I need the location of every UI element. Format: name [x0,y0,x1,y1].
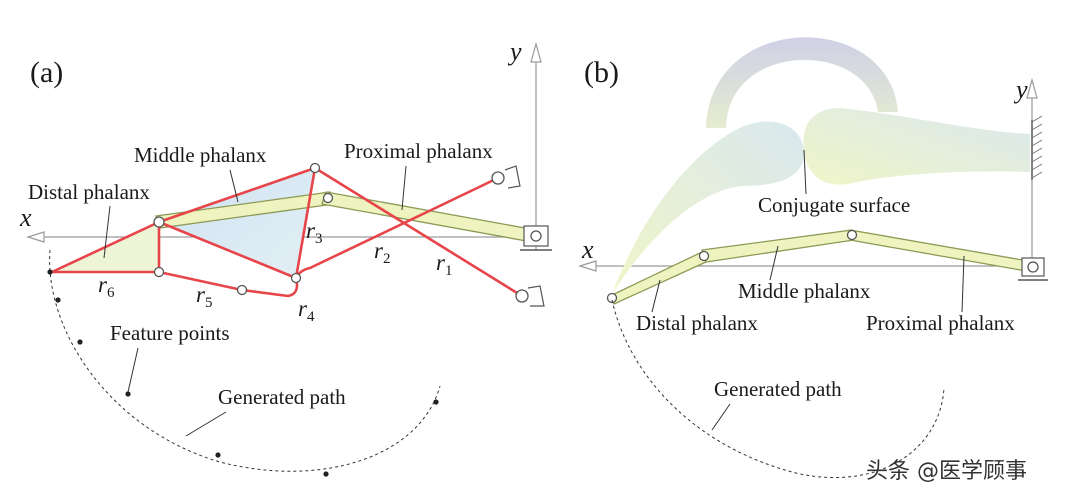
joint-dip [153,216,165,228]
feature-point [215,452,221,458]
generated-path-b [611,299,945,478]
proximal-bone [803,108,1030,185]
joint-r5 [236,284,248,296]
ground-mount-upper [504,165,521,189]
joint-top [309,162,321,174]
label-conjugate: Conjugate surface [758,193,910,217]
joint-dip-b [698,250,710,262]
label-r4: r4 [298,296,315,325]
label-distal-b: Distal phalanx [636,311,758,335]
leader-generated-path-b [711,403,731,431]
proximal-phalanx-bar [321,191,537,243]
distal-middle-bone [612,121,805,294]
y-axis-label-b: y [1013,75,1028,104]
label-distal-a: Distal phalanx [28,180,150,204]
wall-hatch [1031,115,1043,180]
feature-point [47,269,53,275]
y-axis-label-a: y [507,37,522,66]
label-r2: r2 [374,238,390,267]
feature-point [77,339,83,345]
label-generated-path-b: Generated path [714,377,842,401]
link-r5-r4 [157,270,299,298]
panel-a: (a) y x [19,37,552,477]
joint-pip [322,192,334,204]
label-proximal-a: Proximal phalanx [344,139,493,163]
base-joint-b [1027,261,1039,273]
panel-b-axes: y x [577,75,1038,272]
joint-lower-left [153,266,165,278]
label-r1: r1 [436,250,452,279]
joint-r2-ground [491,171,505,185]
joint-r1-ground [515,289,529,303]
leader-feature-points [127,347,139,393]
leader-distal-a [103,205,111,259]
base-mount-b [1018,257,1048,281]
label-generated-path-a: Generated path [218,385,346,409]
x-axis-arrow-a [25,231,45,243]
distal-phalanx-bar-b [609,251,707,305]
link-r1 [313,166,524,298]
label-r6: r6 [98,272,115,301]
leader-conjugate [803,149,807,195]
leader-proximal-b [961,255,965,313]
watermark-text: 头条 @医学顾事 [866,459,1027,484]
y-axis-arrow-a [530,41,542,63]
feature-point [323,471,329,477]
leader-distal-b [651,279,661,313]
label-middle-b: Middle phalanx [738,279,871,303]
joint-lower [290,272,302,284]
base-mount-a [520,225,552,251]
link-r3 [294,166,317,280]
link-middle-diagonal [157,220,298,280]
label-r3: r3 [306,218,322,247]
label-r5: r5 [196,282,212,311]
label-proximal-b: Proximal phalanx [866,311,1015,335]
base-joint-a [530,230,542,242]
joint-pip-b [846,229,858,241]
arch-band [706,37,898,128]
link-labels-a: r1 r2 r3 r4 r5 r6 [98,218,452,325]
joint-tip-b [606,292,618,304]
leader-generated-path-a [185,411,227,437]
link-middle-top [157,166,317,224]
generated-path-a [49,249,441,472]
leader-middle-b [769,245,779,281]
middle-triangle-shade [159,168,315,278]
x-axis-arrow-b [577,260,597,272]
label-feature-points: Feature points [110,321,230,345]
feature-point [433,399,439,405]
leader-proximal-a [401,165,407,211]
x-axis-label-a: x [19,203,32,232]
label-middle-a: Middle phalanx [134,143,267,167]
feature-point [55,297,61,303]
x-axis-label-b: x [581,235,594,264]
feature-point [125,391,131,397]
feature-points [47,269,439,477]
ground-mount-lower [527,285,545,307]
panel-b-tag: (b) [584,56,619,89]
y-axis-arrow-b [1026,77,1038,99]
leader-middle-a [229,169,239,203]
panel-b: (b) y x [577,37,1048,478]
joints-a [153,162,545,307]
panel-a-tag: (a) [30,56,63,89]
